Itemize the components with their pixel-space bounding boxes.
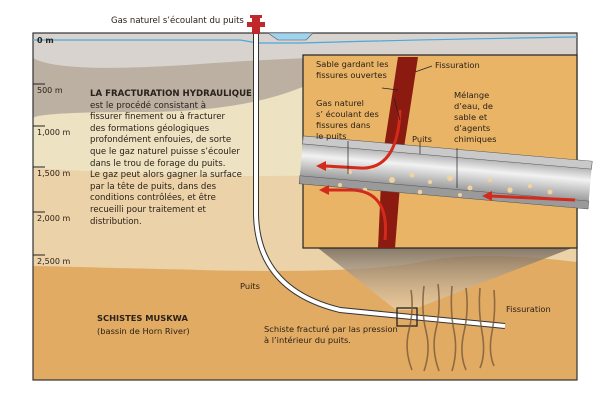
fissure-label: Fissuration [506,304,551,314]
inset-mix-label: Mélange d’eau, de sable et d’agents chim… [454,90,496,145]
label-line: Schiste fracturé par las pression [264,324,398,334]
intro-line: conditions contrôlées, et être [90,193,216,204]
label-line: le puits [316,131,347,141]
label-line: Sable gardant les [316,59,389,69]
inset-closeup [298,54,593,249]
inset-gas-label: Gas naturel s’ écoulant des fissures dan… [316,98,379,142]
inset-well-label: Puits [412,134,432,144]
inset-pipe [299,135,593,210]
depth-500: 500 m [37,86,63,95]
inset-fissure-label: Fissuration [435,60,480,70]
intro-text: LA FRACTURATION HYDRAULIQUE est le procé… [90,89,252,228]
label-line: chimiques [454,134,497,144]
zoom-box [396,307,418,327]
depth-2500: 2,500 m [37,257,71,266]
label-line: s’ écoulant des [316,109,379,119]
intro-line: profondément enfouies, de sorte [90,135,232,146]
fractures [406,283,496,372]
inset-sand-label: Sable gardant les fissures ouvertes [316,59,389,81]
depth-1500: 1,500 m [37,169,71,178]
zoom-cone [318,248,572,310]
formation-title: SCHISTES MUSKWA [97,313,188,323]
label-line: sable et [454,112,488,122]
grey-surface-layer [33,33,577,68]
intro-line: des formations géologiques [90,123,210,134]
label-line: fissures ouvertes [316,70,387,80]
intro-title: LA FRACTURATION HYDRAULIQUE [90,89,252,99]
well-label: Puits [240,281,260,291]
surface-label: Gas naturel s’écoulant du puits [111,16,244,26]
intro-line: distribution. [90,216,142,227]
label-line: fissures dans [316,120,371,130]
wellhead-icon [247,15,265,34]
intro-line: par la tête de puits, dans des [90,181,217,192]
label-line: d’eau, de [454,101,493,111]
intro-line: dans le trou de forage du puits. [90,158,226,169]
intro-line: Le gaz peut alors gagner la surface [90,170,242,181]
depth-2000: 2,000 m [37,214,71,223]
depth-0: 0 m [37,36,54,45]
label-line: Gas naturel [316,98,364,108]
water-table-line [33,36,578,44]
fractured-label: Schiste fracturé par las pression à l’in… [264,324,398,346]
intro-line: recueilli pour traitement et [90,204,206,215]
label-line: d’agents [454,123,491,133]
label-line: à l’intérieur du puits. [264,335,351,345]
intro-line: est le procédé consistant à [90,100,207,111]
well-bore [254,33,506,328]
formation-subtitle: (bassin de Horn River) [97,326,190,336]
pond [267,32,314,41]
depth-1000: 1,000 m [37,128,71,137]
intro-line: que le gaz naturel puisse s’écouler [90,146,240,157]
label-line: Mélange [454,90,490,100]
gas-flow-arrows [324,109,576,241]
intro-line: fissurer finement ou à fracturer [90,112,226,123]
